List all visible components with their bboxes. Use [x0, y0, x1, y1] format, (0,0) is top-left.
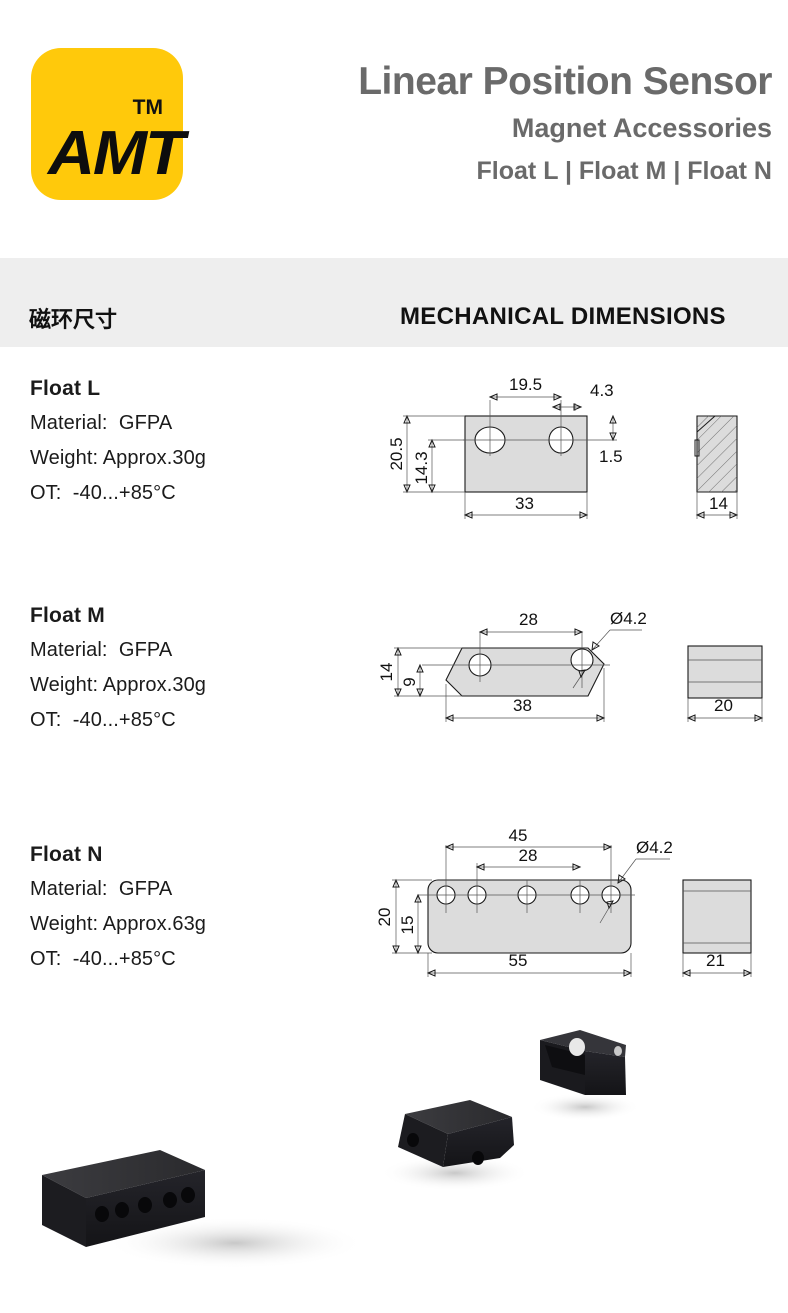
ot-row: OT: -40...+85°C: [30, 942, 330, 977]
page-header: TM AMT Linear Position Sensor Magnet Acc…: [0, 0, 788, 238]
header-titles: Linear Position Sensor Magnet Accessorie…: [202, 58, 772, 192]
dim-offset: 1.5: [599, 447, 623, 466]
dim-pitch-inner: 28: [519, 846, 538, 865]
product-name: Float M: [30, 604, 105, 627]
material-value: GFPA: [118, 412, 173, 434]
material-label: Material:: [30, 878, 108, 900]
ot-value: -40...+85°C: [72, 709, 176, 731]
weight-label: Weight:: [30, 447, 99, 469]
weight-value: Approx.30g: [102, 447, 207, 469]
material-row: Material: GFPA: [30, 872, 330, 907]
dim-hole-dia: Ø4.2: [610, 609, 647, 628]
material-value: GFPA: [118, 639, 173, 661]
dim-side-width: 14: [709, 494, 728, 513]
dim-height-inner: 9: [400, 677, 419, 686]
weight-row: Weight: Approx.30g: [30, 668, 330, 703]
weight-label: Weight:: [30, 913, 99, 935]
dim-edge: 4.3: [590, 381, 614, 400]
dim-hole-pitch: 28: [519, 610, 538, 629]
ot-row: OT: -40...+85°C: [30, 703, 330, 738]
dim-height-outer: 20: [375, 908, 394, 927]
section-label-cn: 磁环尺寸: [29, 308, 118, 333]
product-name: Float L: [30, 377, 101, 400]
page-subtitle: Magnet Accessories: [511, 113, 772, 143]
dim-length: 55: [509, 951, 528, 970]
weight-row: Weight: Approx.30g: [30, 441, 330, 476]
weight-label: Weight:: [30, 674, 99, 696]
weight-value: Approx.30g: [102, 674, 207, 696]
ot-label: OT:: [30, 709, 62, 731]
dim-length: 38: [513, 696, 532, 715]
material-row: Material: GFPA: [30, 406, 330, 441]
page-title: Linear Position Sensor: [358, 60, 772, 103]
dim-height-outer: 20.5: [387, 437, 406, 470]
product-photo-group: [0, 995, 788, 1313]
ot-row: OT: -40...+85°C: [30, 476, 330, 511]
weight-row: Weight: Approx.63g: [30, 907, 330, 942]
ot-value: -40...+85°C: [72, 948, 176, 970]
ot-value: -40...+85°C: [72, 482, 176, 504]
material-row: Material: GFPA: [30, 633, 330, 668]
photo-float-n: [42, 1150, 365, 1269]
drawing-float-l: 19.5 4.3 20.5 14.3 1.5: [385, 370, 785, 530]
amt-logo: TM AMT: [31, 48, 185, 200]
spec-block-float-m: Float M Material: GFPA Weight: Approx.30…: [30, 599, 330, 738]
spec-block-float-l: Float L Material: GFPA Weight: Approx.30…: [30, 372, 330, 511]
dim-top: 19.5: [509, 375, 542, 394]
section-label-en: MECHANICAL DIMENSIONS: [400, 303, 726, 330]
dim-length: 33: [515, 494, 534, 513]
photo-float-l: [530, 1030, 640, 1121]
section-band: 磁环尺寸 MECHANICAL DIMENSIONS: [0, 258, 788, 347]
dim-pitch-outer: 45: [509, 826, 528, 845]
ot-label: OT:: [30, 948, 62, 970]
brand-name: AMT: [48, 119, 185, 188]
material-label: Material:: [30, 412, 108, 434]
product-name: Float N: [30, 843, 103, 866]
drawing-float-m: 28 Ø4.2 14 9 38: [370, 600, 788, 740]
material-value: GFPA: [118, 878, 173, 900]
ot-label: OT:: [30, 482, 62, 504]
dim-side-width: 20: [714, 696, 733, 715]
dim-height-inner: 15: [398, 916, 417, 935]
material-label: Material:: [30, 639, 108, 661]
dim-height-outer: 14: [377, 663, 396, 682]
variants-line: Float L | Float M | Float N: [476, 157, 772, 185]
trademark-symbol: TM: [132, 96, 163, 119]
dim-side-width: 21: [706, 951, 725, 970]
photo-float-m: [380, 1100, 530, 1191]
weight-value: Approx.63g: [102, 913, 207, 935]
dim-height-inner: 14.3: [412, 451, 431, 484]
drawing-float-n: 45 28 Ø4.2 20 15: [370, 825, 788, 990]
dim-hole-dia: Ø4.2: [636, 838, 673, 857]
spec-block-float-n: Float N Material: GFPA Weight: Approx.63…: [30, 838, 330, 977]
